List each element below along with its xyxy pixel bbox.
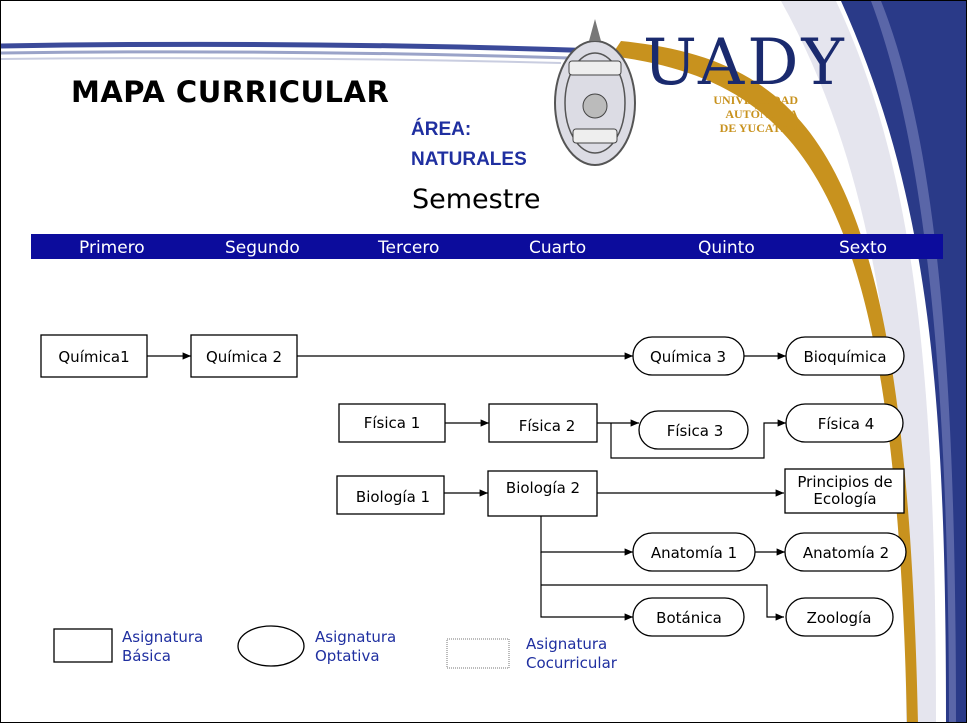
node-ecologia-line2: Ecología bbox=[813, 490, 876, 508]
legend-cocurricular-label: Asignatura Cocurricular bbox=[526, 635, 617, 673]
node-quimica1-box bbox=[40, 334, 148, 378]
node-botanica: Botánica bbox=[656, 609, 722, 627]
legend-optativa-label: Asignatura Optativa bbox=[315, 628, 396, 666]
node-biologia2-box bbox=[487, 470, 598, 517]
legend-optativa-shape bbox=[237, 625, 305, 667]
node-zoologia-box bbox=[785, 597, 894, 637]
node-fisica2-box bbox=[488, 403, 598, 443]
logo-line-2: AUTÓNOMA bbox=[725, 107, 798, 121]
logo-line-1: UNIVERSIDAD bbox=[713, 93, 798, 107]
semester-6: Sexto bbox=[839, 238, 888, 258]
legend-optativa-line1: Asignatura bbox=[315, 628, 397, 646]
legend-basica-shape bbox=[53, 628, 113, 663]
legend-cocurricular-shape bbox=[446, 638, 510, 669]
node-botanica-box bbox=[632, 597, 745, 637]
node-biologia1: Biología 1 bbox=[356, 488, 430, 506]
semester-2: Segundo bbox=[225, 238, 300, 258]
node-ecologia-line1: Principios de bbox=[797, 473, 892, 491]
area-value: NATURALES bbox=[411, 149, 527, 170]
node-zoologia: Zoología bbox=[807, 609, 872, 627]
node-fisica4: Física 4 bbox=[818, 415, 875, 433]
node-quimica2-box bbox=[190, 334, 298, 378]
node-fisica2: Física 2 bbox=[519, 417, 576, 435]
uady-wordmark: UADY bbox=[643, 26, 847, 100]
node-anatomia1-box bbox=[632, 532, 756, 572]
legend-cocurricular-line1: Asignatura bbox=[526, 635, 608, 653]
node-biologia2: Biología 2 bbox=[506, 479, 580, 497]
node-anatomia2: Anatomía 2 bbox=[803, 544, 889, 562]
node-quimica2: Química 2 bbox=[206, 348, 282, 366]
legend-cocurricular-line2: Cocurricular bbox=[526, 654, 617, 672]
node-quimica3-box bbox=[632, 336, 745, 376]
node-fisica4-box bbox=[785, 403, 904, 443]
node-fisica1: Física 1 bbox=[364, 414, 421, 432]
edge-biologia2-botanica bbox=[540, 552, 633, 621]
node-fisica3: Física 3 bbox=[667, 422, 724, 440]
node-fisica1-box bbox=[338, 403, 446, 443]
node-anatomia2-box bbox=[784, 532, 907, 572]
node-anatomia1: Anatomía 1 bbox=[651, 544, 737, 562]
logo-line-3: DE YUCATÁN bbox=[719, 121, 798, 135]
legend-basica-line1: Asignatura bbox=[122, 628, 204, 646]
semester-1: Primero bbox=[79, 238, 145, 258]
semester-3: Tercero bbox=[378, 238, 440, 258]
node-quimica3: Química 3 bbox=[650, 348, 726, 366]
semester-5: Quinto bbox=[698, 238, 755, 258]
node-ecologia-box bbox=[784, 468, 905, 514]
semester-band bbox=[31, 234, 943, 259]
slide-title: MAPA CURRICULAR bbox=[71, 75, 390, 109]
semester-4: Cuarto bbox=[529, 238, 587, 258]
node-bioquimica: Bioquímica bbox=[803, 348, 886, 366]
edge-biologia2-anatomia1 bbox=[540, 516, 633, 556]
node-quimica1: Química1 bbox=[58, 348, 129, 366]
node-biologia1-box bbox=[336, 475, 445, 515]
university-seal-icon bbox=[554, 19, 636, 166]
edge-biologia2-zoologia bbox=[541, 584, 784, 621]
legend-optativa-line2: Optativa bbox=[315, 647, 380, 665]
node-fisica3-box bbox=[638, 410, 749, 450]
legend-basica-label: Asignatura Básica bbox=[122, 628, 203, 666]
legend-basica-line2: Básica bbox=[122, 647, 171, 665]
node-bioquimica-box bbox=[785, 336, 905, 376]
semestre-label: Semestre bbox=[412, 184, 541, 215]
edge-fisica2-fisica4 bbox=[610, 419, 786, 459]
area-label: ÁREA: bbox=[411, 119, 472, 140]
